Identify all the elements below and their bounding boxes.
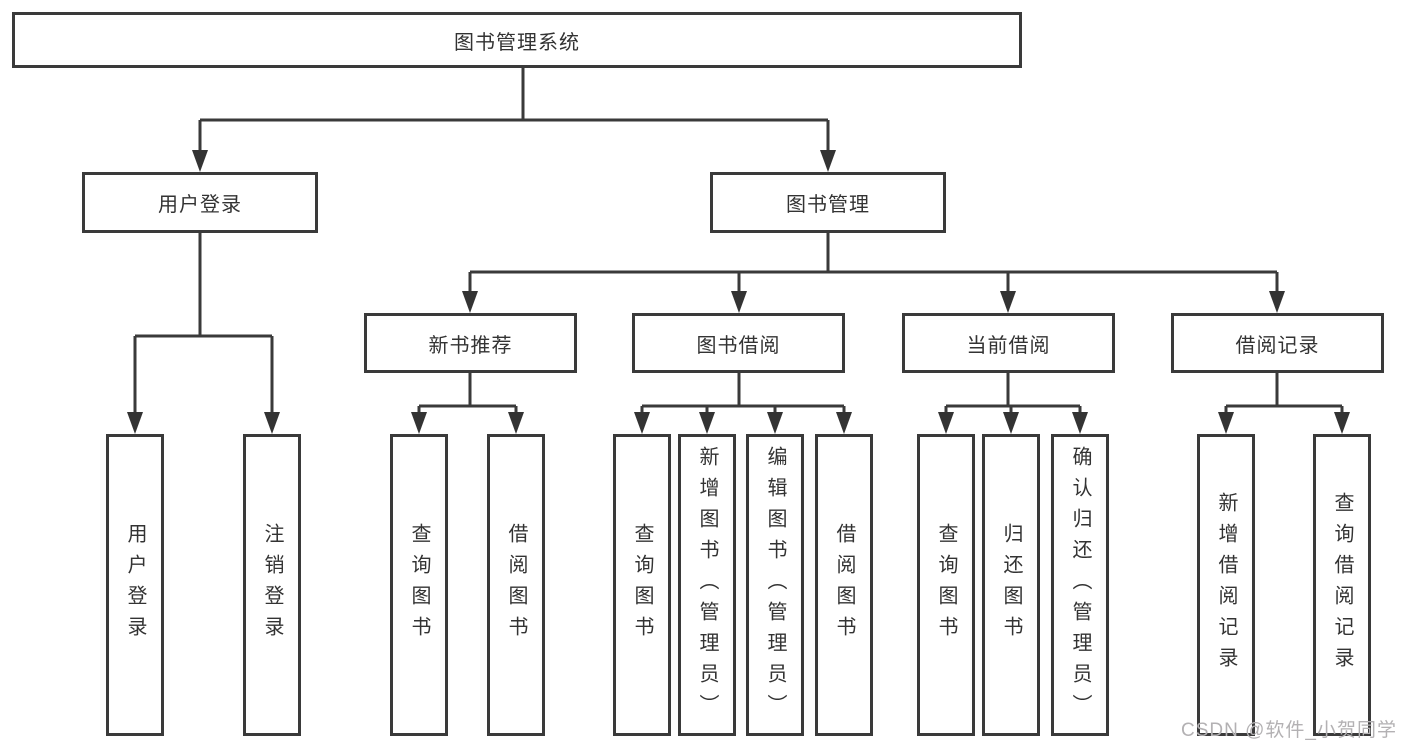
leaf-query-books-recommend-label: 查询图书 (408, 523, 430, 647)
leaf-borrow-books: 借阅图书 (815, 434, 873, 736)
connector-current-borrow-to-leaves (938, 373, 1088, 434)
leaf-borrow-books-recommend-label: 借阅图书 (505, 523, 527, 647)
leaf-confirm-return-admin-label: 确认归还（管理员） (1069, 445, 1091, 725)
leaf-confirm-return-admin: 确认归还（管理员） (1051, 434, 1109, 736)
node-borrow-records-label: 借阅记录 (1235, 334, 1320, 357)
node-borrow-records: 借阅记录 (1171, 313, 1384, 373)
leaf-query-books-borrow-label: 查询图书 (631, 523, 653, 647)
node-current-borrow-label: 当前借阅 (966, 334, 1051, 357)
connector-new-book-to-leaves (411, 373, 524, 434)
leaf-edit-books-admin-label: 编辑图书（管理员） (764, 445, 786, 725)
leaf-query-books-current: 查询图书 (917, 434, 975, 736)
leaf-user-login-label: 用户登录 (124, 523, 146, 647)
connector-book-borrow-to-leaves (634, 373, 852, 434)
leaf-borrow-books-label: 借阅图书 (833, 523, 855, 647)
node-new-book-recommend-label: 新书推荐 (428, 334, 513, 357)
leaf-borrow-books-recommend: 借阅图书 (487, 434, 545, 736)
leaf-user-login: 用户登录 (106, 434, 164, 736)
leaf-query-books-borrow: 查询图书 (613, 434, 671, 736)
leaf-return-books: 归还图书 (982, 434, 1040, 736)
leaf-add-books-admin: 新增图书（管理员） (678, 434, 736, 736)
csdn-watermark: CSDN @软件_小贺同学 (1181, 720, 1397, 741)
connector-root-to-level2 (192, 68, 836, 172)
node-book-borrow-label: 图书借阅 (696, 334, 781, 357)
leaf-edit-books-admin: 编辑图书（管理员） (746, 434, 804, 736)
leaf-query-books-recommend: 查询图书 (390, 434, 448, 736)
node-user-login-label: 用户登录 (158, 194, 242, 216)
leaf-query-borrow-record: 查询借阅记录 (1313, 434, 1371, 736)
node-user-login: 用户登录 (82, 172, 318, 233)
leaf-logout-label: 注销登录 (261, 523, 283, 647)
leaf-add-borrow-record: 新增借阅记录 (1197, 434, 1255, 736)
connector-book-mgmt-to-level3 (462, 233, 1285, 313)
node-root-system: 图书管理系统 (12, 12, 1022, 68)
node-new-book-recommend: 新书推荐 (364, 313, 577, 373)
leaf-logout: 注销登录 (243, 434, 301, 736)
leaf-add-borrow-record-label: 新增借阅记录 (1215, 492, 1237, 678)
node-root-label: 图书管理系统 (454, 31, 580, 54)
leaf-query-books-current-label: 查询图书 (935, 523, 957, 647)
leaf-query-borrow-record-label: 查询借阅记录 (1331, 492, 1353, 678)
node-book-management-label: 图书管理 (786, 194, 870, 216)
node-book-borrow: 图书借阅 (632, 313, 845, 373)
leaf-add-books-admin-label: 新增图书（管理员） (696, 445, 718, 725)
connector-user-login-to-leaves (127, 233, 280, 434)
connector-borrow-records-to-leaves (1218, 373, 1350, 434)
leaf-return-books-label: 归还图书 (1000, 523, 1022, 647)
node-current-borrow: 当前借阅 (902, 313, 1115, 373)
node-book-management: 图书管理 (710, 172, 946, 233)
